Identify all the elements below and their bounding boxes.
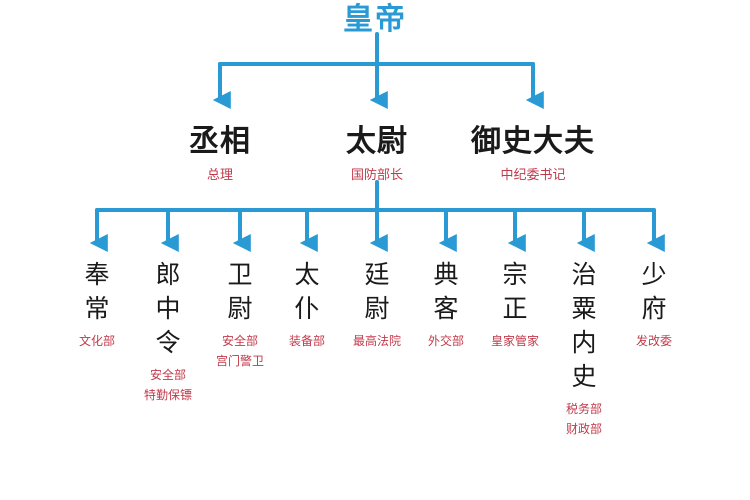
office-role: 财政部 bbox=[565, 422, 602, 436]
minister-role: 中纪委书记 bbox=[500, 168, 566, 183]
minister-role: 国防部长 bbox=[350, 168, 403, 183]
office-role: 特勤保镖 bbox=[143, 388, 192, 402]
office-role: 宫门警卫 bbox=[215, 354, 264, 368]
office-role: 安全部 bbox=[221, 334, 258, 348]
office-title: 太仆 bbox=[294, 260, 320, 323]
office-role: 外交部 bbox=[427, 334, 464, 348]
office-node-zhisuneishi: 治粟内史 税务部 财政部 bbox=[554, 258, 614, 438]
emperor-title: 皇帝 bbox=[343, 2, 407, 37]
office-role: 税务部 bbox=[565, 402, 602, 416]
office-title: 典客 bbox=[433, 260, 459, 323]
office-role: 皇家管家 bbox=[490, 334, 539, 348]
minister-node-grand-commandant: 太尉 国防部长 bbox=[346, 116, 408, 183]
office-node-weiwei: 卫尉 安全部 宫门警卫 bbox=[210, 258, 270, 370]
minister-role: 总理 bbox=[206, 168, 233, 183]
minister-title: 太尉 bbox=[346, 124, 408, 159]
minister-node-imperial-censor: 御史大夫 中纪委书记 bbox=[471, 116, 595, 183]
office-title: 奉常 bbox=[84, 260, 110, 323]
office-title: 少府 bbox=[641, 260, 667, 323]
office-node-tingwei: 廷尉 最高法院 bbox=[347, 258, 407, 350]
office-node-fengchang: 奉常 文化部 bbox=[67, 258, 127, 350]
minister-node-chancellor: 丞相 总理 bbox=[189, 116, 251, 183]
office-title: 宗正 bbox=[502, 260, 528, 323]
office-node-taipu: 太仆 装备部 bbox=[277, 258, 337, 350]
office-role: 发改委 bbox=[635, 334, 672, 348]
office-role: 文化部 bbox=[78, 334, 115, 348]
office-node-dianke: 典客 外交部 bbox=[416, 258, 476, 350]
office-title: 治粟内史 bbox=[571, 260, 597, 391]
minister-title: 御史大夫 bbox=[471, 124, 595, 159]
office-title: 郎中令 bbox=[155, 260, 181, 357]
emperor-node: 皇帝 bbox=[0, 0, 750, 38]
office-role: 安全部 bbox=[149, 368, 186, 382]
office-title: 廷尉 bbox=[364, 260, 390, 323]
office-role: 装备部 bbox=[288, 334, 325, 348]
office-node-zongzheng: 宗正 皇家管家 bbox=[485, 258, 545, 350]
office-node-langzhongling: 郎中令 安全部 特勤保镖 bbox=[138, 258, 198, 404]
office-node-shaofu: 少府 发改委 bbox=[624, 258, 684, 350]
office-title: 卫尉 bbox=[227, 260, 253, 323]
minister-title: 丞相 bbox=[189, 124, 251, 159]
office-role: 最高法院 bbox=[352, 334, 401, 348]
